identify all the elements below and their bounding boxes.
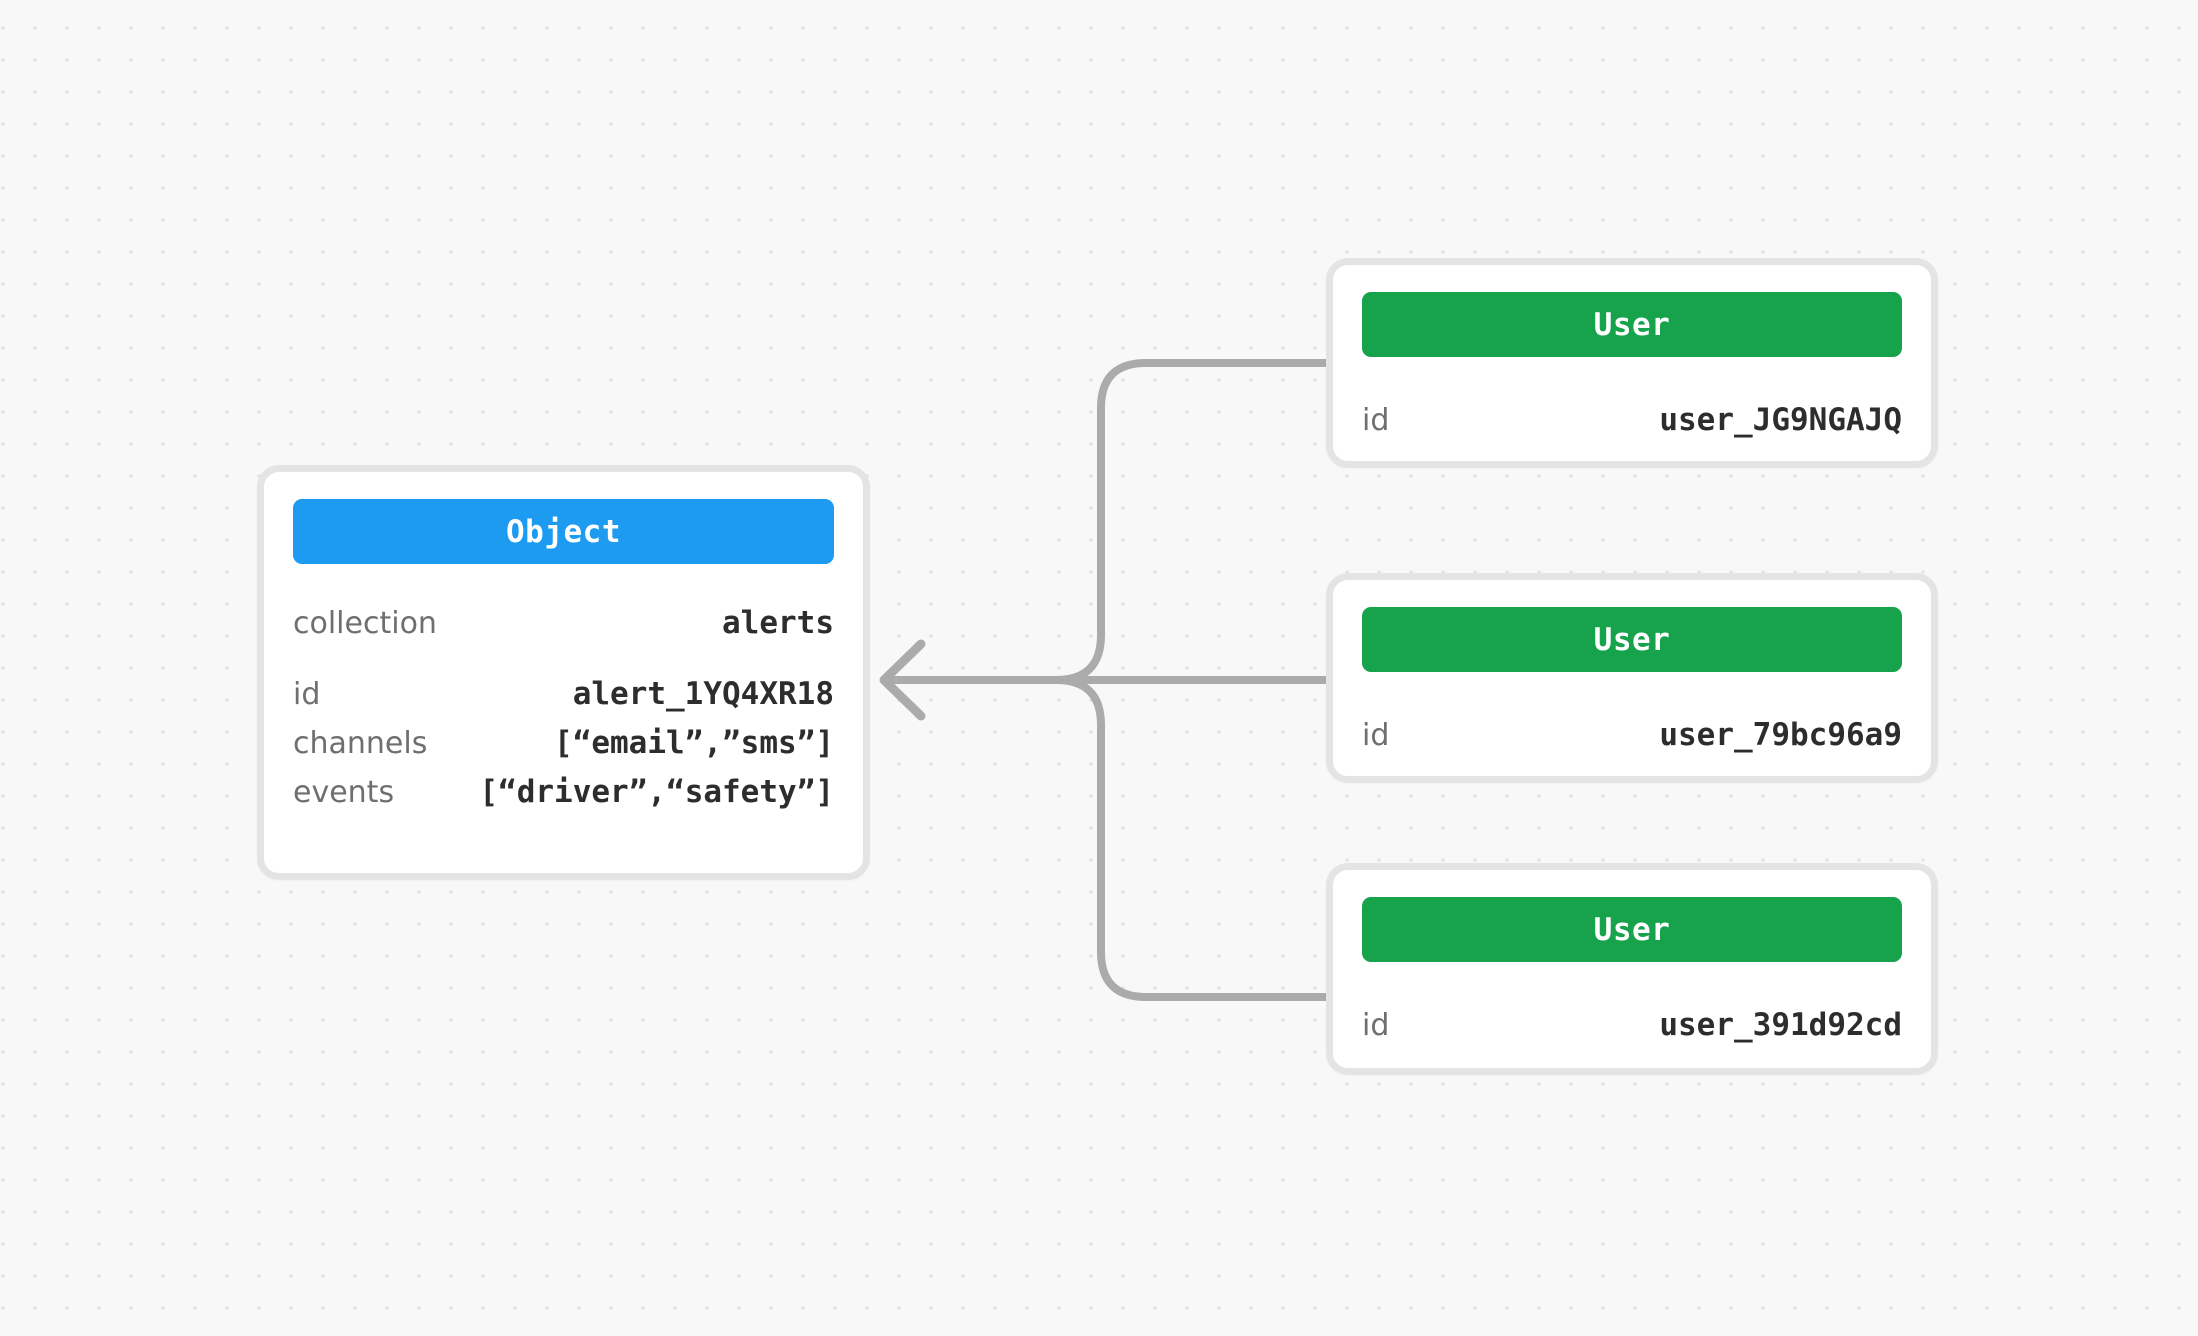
field-value: user_JG9NGAJQ — [1659, 402, 1902, 438]
field-value: user_79bc96a9 — [1659, 717, 1902, 753]
field-value: alert_1YQ4XR18 — [572, 676, 834, 712]
user-node-header: User — [1362, 897, 1902, 962]
object-node-fields: collection alerts id alert_1YQ4XR18 chan… — [264, 603, 863, 813]
field-row-id: id user_79bc96a9 — [1362, 715, 1902, 756]
field-row-id: id user_391d92cd — [1362, 1005, 1902, 1046]
field-label: events — [293, 775, 395, 810]
user-node-fields: id user_JG9NGAJQ — [1333, 400, 1931, 441]
field-label: id — [293, 677, 321, 712]
connector-branch-bottom — [1036, 676, 1334, 1001]
user-node-3[interactable]: User id user_391d92cd — [1326, 863, 1938, 1075]
field-value: [“email”,”sms”] — [554, 725, 834, 761]
field-row-channels: channels [“email”,”sms”] — [293, 723, 834, 764]
field-row-collection: collection alerts — [293, 603, 834, 644]
user-node-fields: id user_391d92cd — [1333, 1005, 1931, 1046]
user-node-1[interactable]: User id user_JG9NGAJQ — [1326, 258, 1938, 468]
field-label: channels — [293, 726, 428, 761]
field-value: [“driver”,“safety”] — [479, 774, 834, 810]
field-row-id: id user_JG9NGAJQ — [1362, 400, 1902, 441]
arrowhead-icon — [879, 639, 926, 721]
field-label: id — [1362, 1008, 1390, 1043]
user-node-fields: id user_79bc96a9 — [1333, 715, 1931, 756]
connector-branch-top — [1036, 359, 1334, 684]
user-node-2[interactable]: User id user_79bc96a9 — [1326, 573, 1938, 783]
field-row-events: events [“driver”,“safety”] — [293, 772, 834, 813]
field-label: id — [1362, 403, 1390, 438]
field-label: collection — [293, 606, 437, 641]
field-value: user_391d92cd — [1659, 1007, 1902, 1043]
field-row-id: id alert_1YQ4XR18 — [293, 674, 834, 715]
user-node-header: User — [1362, 607, 1902, 672]
field-value: alerts — [722, 605, 834, 641]
field-label: id — [1362, 718, 1390, 753]
user-node-header: User — [1362, 292, 1902, 357]
object-node[interactable]: Object collection alerts id alert_1YQ4XR… — [257, 465, 870, 880]
object-node-header: Object — [293, 499, 834, 564]
